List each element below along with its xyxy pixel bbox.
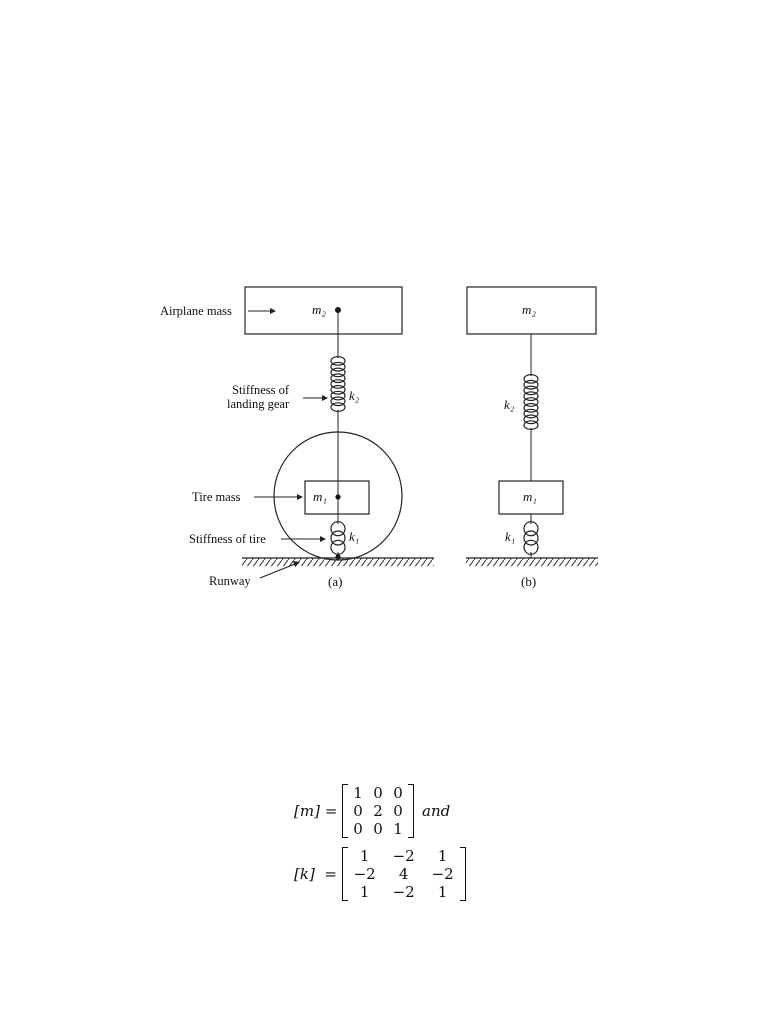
label-stiffness-tire: Stiffness of tire bbox=[189, 532, 266, 546]
panel-b: m₂ k₂ m₁ k₁ (b) bbox=[466, 286, 598, 589]
spring-k2-a bbox=[330, 356, 346, 413]
k2-label-a: k₂ bbox=[349, 388, 360, 403]
mass-matrix-left-bracket bbox=[342, 784, 349, 838]
mass-matrix-lhs: [m] = bbox=[294, 802, 343, 820]
stiffness-matrix-lhs: [k] = bbox=[294, 865, 342, 883]
label-airplane-mass: Airplane mass bbox=[160, 304, 232, 318]
arrowhead-tire-mass bbox=[297, 494, 303, 500]
spring-coil-loop bbox=[523, 402, 539, 413]
mass-matrix-cell: 1 bbox=[393, 820, 403, 838]
arrow-runway bbox=[259, 563, 296, 579]
spring-coil-loop bbox=[523, 385, 539, 396]
spring-coil-loop bbox=[330, 390, 346, 401]
spring-coil-loop bbox=[523, 521, 539, 537]
stiffness-matrix-cell: 1 bbox=[359, 847, 370, 865]
arrowhead-airplane-mass bbox=[270, 308, 276, 314]
spring-coil-loop bbox=[523, 397, 539, 407]
panel-a: m₂ k₂ m₁ k₁ Airplane mass Stiffness of l… bbox=[160, 286, 434, 589]
spring-coil-loop bbox=[330, 530, 346, 546]
airplane-mass-box bbox=[244, 286, 403, 335]
label-stiffness-landing-gear-2: landing gear bbox=[227, 397, 290, 411]
arrowhead-stiffness-tire bbox=[320, 536, 326, 542]
spring-coil-loop bbox=[523, 414, 539, 425]
stiffness-matrix-cell: 1 bbox=[437, 883, 448, 901]
spring-coil-loop bbox=[330, 396, 346, 407]
m2-label-b: m₂ bbox=[522, 302, 536, 317]
m1-label-b: m₁ bbox=[523, 489, 537, 504]
spring-k1-a bbox=[330, 521, 346, 555]
k1-label-b: k₁ bbox=[505, 529, 515, 544]
spring-coil-loop bbox=[330, 361, 346, 372]
spring-coil-loop bbox=[523, 391, 539, 402]
spring-coil-loop bbox=[330, 356, 346, 366]
spring-coil-loop bbox=[330, 373, 346, 384]
mass-matrix-cell: 0 bbox=[353, 820, 363, 838]
stiffness-matrix-cell: −2 bbox=[353, 865, 376, 883]
spring-coil-loop bbox=[330, 379, 346, 389]
mass-matrix-cell: 0 bbox=[393, 784, 403, 802]
mass-matrix-cell: 0 bbox=[373, 820, 383, 838]
tire-mass-box bbox=[304, 480, 370, 515]
stiffness-matrix-cell: 4 bbox=[398, 865, 409, 883]
label-runway: Runway bbox=[209, 574, 251, 588]
m2-label-a: m₂ bbox=[312, 302, 326, 317]
spring-coil-loop bbox=[330, 384, 346, 395]
spring-coil-loop bbox=[523, 530, 539, 546]
m1-label-a: m₁ bbox=[313, 489, 327, 504]
stiffness-matrix-right-bracket bbox=[459, 847, 466, 901]
stiffness-matrix-cell: −2 bbox=[392, 883, 415, 901]
stiffness-matrix-left-bracket bbox=[341, 847, 348, 901]
k1-label-a: k₁ bbox=[349, 529, 359, 544]
runway-hatch-a bbox=[242, 558, 434, 566]
label-tire-mass: Tire mass bbox=[192, 490, 241, 504]
stiffness-matrix-cell: 1 bbox=[437, 847, 448, 865]
caption-b: (b) bbox=[521, 574, 536, 589]
mass-matrix-cell: 1 bbox=[353, 784, 363, 802]
spring-k1-b bbox=[523, 521, 539, 555]
spring-coil-loop bbox=[523, 408, 539, 419]
stiffness-matrix-cell: −2 bbox=[392, 847, 415, 865]
k2-label-b: k₂ bbox=[504, 397, 515, 412]
mass-matrix-cell: 0 bbox=[393, 802, 403, 820]
spring-coil-loop bbox=[330, 521, 346, 537]
arrowhead-runway bbox=[293, 561, 300, 567]
mass-matrix-cell: 0 bbox=[373, 784, 383, 802]
spring-coil-loop bbox=[523, 379, 539, 390]
runway-hatch-b bbox=[466, 558, 598, 566]
mass-matrix-cell: 2 bbox=[373, 802, 383, 820]
spring-coil-loop bbox=[523, 374, 539, 384]
spring-coil-loop bbox=[330, 367, 346, 378]
spring-k2-b bbox=[523, 374, 539, 431]
mass-matrix-right-bracket bbox=[408, 784, 415, 838]
stiffness-matrix-cell: −2 bbox=[431, 865, 454, 883]
caption-a: (a) bbox=[328, 574, 342, 589]
stiffness-matrix-cell: 1 bbox=[359, 883, 370, 901]
label-stiffness-landing-gear-1: Stiffness of bbox=[232, 383, 290, 397]
arrowhead-stiffness-landing-gear bbox=[322, 395, 328, 401]
and-text: and bbox=[422, 802, 451, 820]
mass-matrix-cell: 0 bbox=[353, 802, 363, 820]
